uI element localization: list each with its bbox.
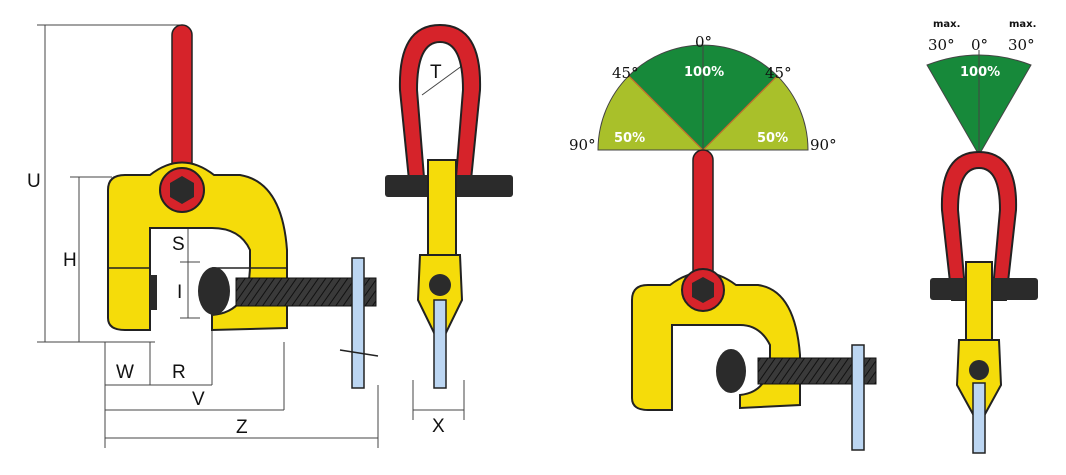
hex-bolt-icon: [170, 176, 194, 204]
tommy-bar: [351, 257, 365, 389]
sector-right-50: [701, 75, 809, 151]
shackle-tommy-bar: [972, 382, 986, 454]
load-angle-chart: 0° 45° 45° 90° 90° 100% 50% 50%: [569, 33, 877, 451]
label-0-deg: 0°: [695, 33, 712, 51]
dim-label-S: S: [172, 234, 185, 255]
shackle-2: [940, 150, 1018, 301]
label-30-right: 30°: [1008, 36, 1035, 54]
label-90-right: 90°: [810, 136, 837, 154]
dim-label-X: X: [432, 416, 445, 437]
shackle-clamp-body: [965, 261, 993, 341]
dim-label-W: W: [116, 362, 134, 383]
label-max-left: max.: [933, 19, 960, 30]
shackle-angle-chart: max. max. 30° 0° 30° 100%: [926, 19, 1038, 454]
label-30-left: 30°: [928, 36, 955, 54]
dim-label-I: I: [177, 282, 182, 303]
dim-label-Z: Z: [236, 417, 248, 438]
jaw-pad: [150, 275, 157, 310]
dim-label-R: R: [172, 362, 186, 383]
label-50-pct-left: 50%: [614, 131, 645, 146]
pressure-pad: [198, 267, 230, 315]
clamp-front-body: [427, 159, 457, 256]
angle-clamp-body: [631, 271, 801, 411]
label-0-center: 0°: [971, 36, 988, 54]
label-45-left: 45°: [612, 64, 639, 82]
label-100-pct: 100%: [684, 65, 724, 80]
sector-left-50: [597, 75, 705, 151]
clamp-front-view: X T: [385, 23, 513, 437]
label-50-pct-right: 50%: [757, 131, 788, 146]
angle-hex-bolt-icon: [692, 277, 714, 303]
label-shackle-100-pct: 100%: [960, 65, 1000, 80]
label-45-right: 45°: [765, 64, 792, 82]
dim-label-H: H: [63, 250, 77, 271]
angle-tommy-bar: [851, 344, 865, 451]
dim-label-T: T: [430, 62, 442, 83]
front-tommy-bar: [433, 299, 447, 389]
dim-label-V: V: [192, 389, 205, 410]
label-90-left: 90°: [569, 136, 596, 154]
dim-label-U: U: [27, 171, 41, 192]
lifting-eye: [171, 24, 193, 176]
dimension-lines: [37, 24, 379, 448]
clamp-side-view: U H S I W R V Z: [27, 24, 379, 448]
label-max-right: max.: [1009, 19, 1036, 30]
